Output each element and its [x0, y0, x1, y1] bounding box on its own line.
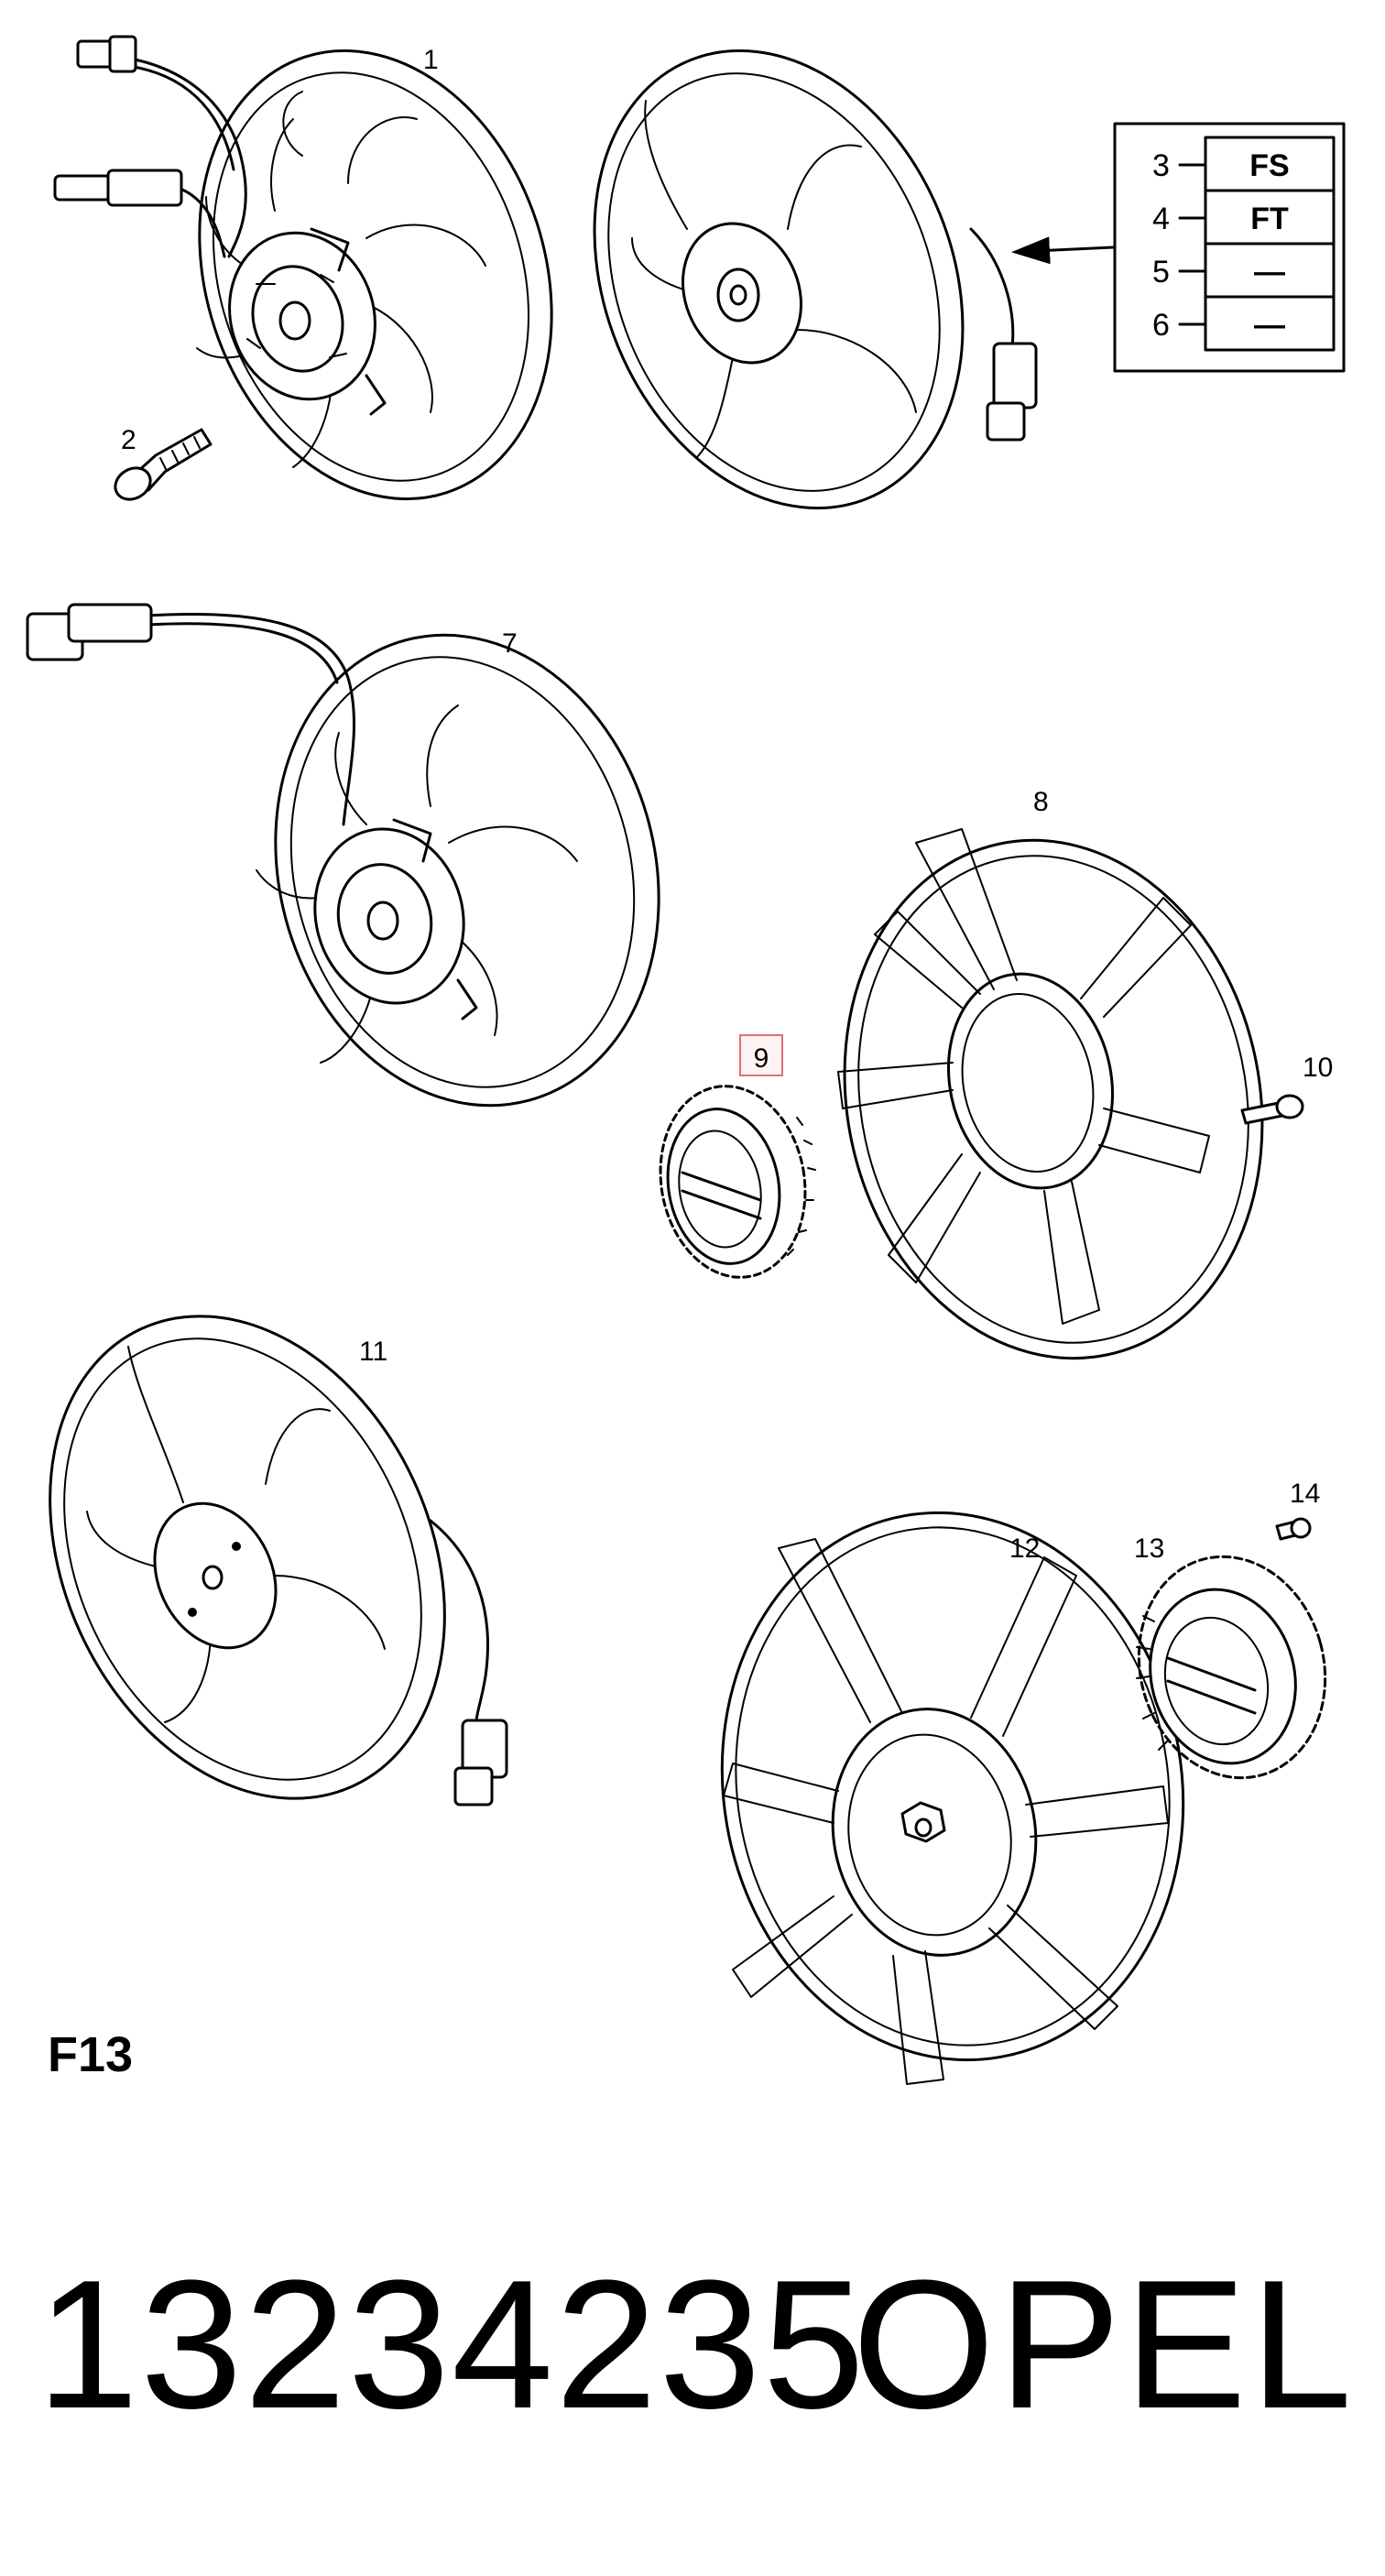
electric-fan-assembly-3-to-6 — [593, 49, 1038, 510]
callout-7: 7 — [502, 628, 518, 659]
viscous-fan-12 — [720, 1511, 1185, 2085]
section-code: F13 — [48, 2027, 134, 2082]
screw-2 — [114, 428, 213, 501]
callout-11: 11 — [359, 1337, 387, 1367]
callout-8: 8 — [1033, 787, 1049, 817]
screw-14 — [1275, 1517, 1312, 1541]
callout-9: 9 — [754, 1043, 769, 1074]
legend-code-3: FS — [1249, 148, 1289, 183]
callout-12: 12 — [1009, 1534, 1040, 1564]
legend-code-4: FT — [1250, 202, 1289, 236]
viscous-fan-clutch-9 — [659, 1085, 816, 1279]
footer-caption: 13234235 OPEL — [37, 2235, 1356, 2455]
screw-10 — [1240, 1094, 1304, 1125]
viscous-fan-8 — [837, 828, 1264, 1360]
callout-2: 2 — [121, 425, 136, 455]
legend-num-3: 3 — [1152, 148, 1170, 183]
callout-1: 1 — [423, 45, 439, 75]
callout-14: 14 — [1290, 1479, 1320, 1509]
callout-13: 13 — [1134, 1534, 1164, 1564]
legend-code-6: — — [1254, 308, 1285, 343]
legend-num-4: 4 — [1152, 202, 1170, 236]
electric-fan-assembly-11 — [49, 1315, 508, 1806]
legend-num-6: 6 — [1152, 308, 1170, 343]
viscous-fan-clutch-13 — [1136, 1555, 1327, 1780]
part-number: 13234235 — [37, 2243, 867, 2447]
variant-legend-box: 3 4 5 6 FS FT — — — [1113, 122, 1346, 373]
callout-10: 10 — [1303, 1053, 1333, 1083]
brand-name: OPEL — [852, 2243, 1356, 2447]
electric-fan-assembly-1 — [53, 35, 553, 501]
electric-fan-assembly-7 — [26, 603, 660, 1108]
legend-num-5: 5 — [1152, 255, 1170, 289]
callout-9-highlight-box — [739, 1034, 783, 1076]
legend-code-5: — — [1254, 255, 1285, 289]
